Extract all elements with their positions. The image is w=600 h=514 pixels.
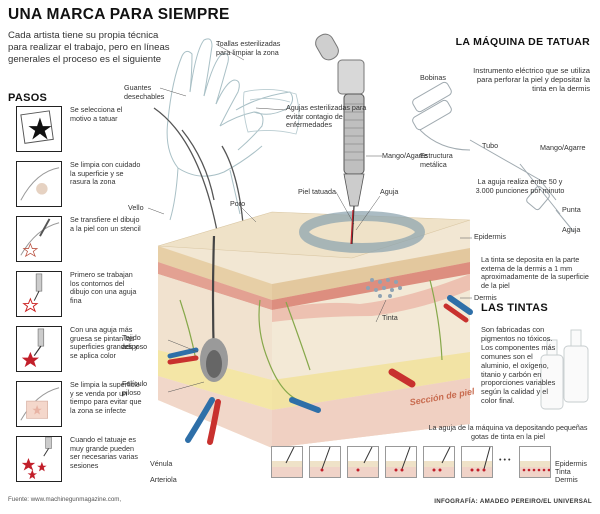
towel-icon [243,89,300,135]
bandage-icon [16,381,62,427]
glove-hand-icon [166,38,294,221]
ink-dots [366,278,402,298]
tubo-label: Tubo [482,141,499,150]
tinta-label: Tinta [382,313,398,322]
credit-text: INFOGRAFÍA: AMADEO PEREIRO/EL UNIVERSAL [434,498,592,505]
skin-block [157,211,471,448]
machine-mango-label: Mango/Agarre [540,143,586,152]
strip-frame [423,446,455,478]
hair-follicle [200,235,228,382]
venula-label: Vénula [150,459,173,468]
step-2: Se limpia con cuidado la superficie y se… [8,160,140,209]
step-3-text: Se transfiere el dibujo a la piel con un… [70,215,141,233]
tinta-desc: La tinta se deposita en la parte externa… [481,255,589,290]
arteriola-label: Arteriola [150,475,177,484]
nerve-fibers [179,279,443,401]
strip-frame [347,446,379,478]
ink-bottles-icon [540,329,589,410]
strip-frame [309,446,341,478]
poro-label: Poro [230,199,246,208]
step-6: Se limpia la superficie y se venda por u… [8,380,142,429]
strip-caption: La aguja de la máquina va depositando pe… [428,423,588,441]
intro-text: Cada artista tiene su propia técnica par… [8,30,170,65]
dermis-label: Dermis [474,293,497,302]
step-5-text: Con una aguja más gruesa se pintan las s… [70,325,138,361]
guantes-label: Guantes desechables [124,83,165,101]
estructura-label: Estructura metálica [420,151,453,169]
tattoo-machine-sketch [412,81,575,233]
step-5: Con una aguja más gruesa se pintan las s… [8,325,138,374]
strip-ellipsis: • • • [499,455,511,464]
step-2-text: Se limpia con cuidado la superficie y se… [70,160,141,187]
strip-epidermis-label: Epidermis [555,459,587,468]
strip-dermis-label: Dermis [555,475,578,484]
machine-description: Instrumento eléctrico que se utiliza par… [473,66,590,93]
epidermis-label: Epidermis [474,232,506,241]
needle-sequence-strip: • • • Epidermis Tinta Dermis [271,446,595,484]
skin-patch-icon [16,161,62,207]
bobinas-label: Bobinas [420,73,446,82]
tintas-heading: LAS TINTAS [481,302,548,314]
machine-heading: LA MÁQUINA DE TATUAR [455,36,590,48]
tattoo-machine [315,33,365,245]
source-text: Fuente: www.machinegunmagazine.com, [8,496,122,503]
toallas-label: Toallas esterilizadas para limpiar la zo… [216,39,281,57]
steps-heading: PASOS [8,92,48,104]
step-1: Se selecciona el motivo a tatuar [8,105,138,154]
strip-frame [385,446,417,478]
blood-vessels [167,295,473,445]
step-3: Se transfiere el dibujo a la piel con un… [8,215,141,264]
strip-tinta-label: Tinta [555,467,571,476]
step-4: Primero se trabajan los contornos del di… [8,270,138,319]
tejido-label: Tejido adiposo [122,333,148,351]
step-1-text: Se selecciona el motivo a tatuar [70,105,123,123]
strip-frame [519,446,551,478]
step-7-text: Cuando el tatuaje es muy grande pueden s… [70,435,138,471]
step-6-text: Se limpia la superficie y se venda por u… [70,380,142,416]
agujas-label: Agujas esterilizadas para evitar contagi… [286,103,367,129]
vello-label: Vello [128,203,144,212]
piel-tatuada-label: Piel tatuada [298,187,336,196]
needle-outline-icon [16,271,62,317]
foliculo-label: Folículo piloso [122,379,148,397]
star-icon [16,106,62,152]
step-7: Cuando el tatuaje es muy grande pueden s… [8,435,138,484]
step-4-text: Primero se trabajan los contornos del di… [70,270,137,306]
strip-frame [461,446,493,478]
strip-frame [271,446,303,478]
mango-label: Mango/Agarre [382,151,428,160]
machine-aguja-label: Aguja [562,225,581,234]
multi-star-icon [16,436,62,482]
leader-lines [147,43,472,393]
tintas-description: Son fabricadas con pigmentos no tóxicos.… [481,325,556,406]
stencil-icon [16,216,62,262]
punta-label: Punta [562,205,581,214]
punciones-text: La aguja realiza entre 50 y 3.000 puncio… [475,177,565,195]
needle-fill-icon [16,326,62,372]
page-title: UNA MARCA PARA SIEMPRE [8,6,230,23]
aguja-label: Aguja [380,187,399,196]
